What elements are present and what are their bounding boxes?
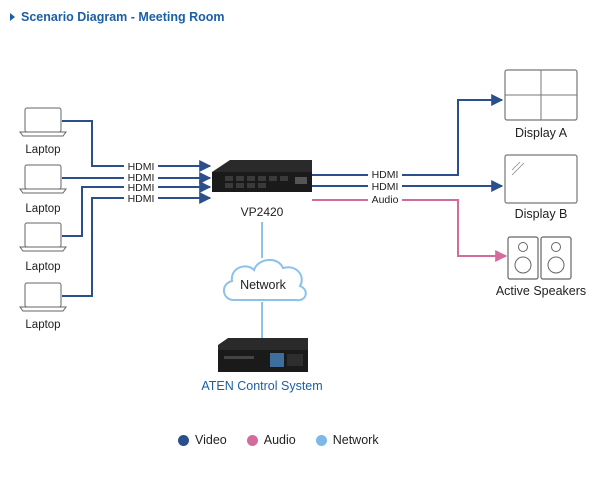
input-label: HDMI [128, 161, 155, 173]
control-system-label: ATEN Control System [201, 379, 322, 393]
legend-swatch-audio [246, 434, 258, 446]
legend-swatch-network [315, 434, 327, 446]
speakers-label: Active Speakers [496, 284, 586, 298]
display-b: Display B [504, 154, 578, 221]
laptop-label: Laptop [25, 261, 60, 273]
input-label: HDMI [128, 182, 155, 194]
network-cloud: Network [223, 259, 307, 302]
diagram-title: Scenario Diagram - Meeting Room [10, 10, 225, 24]
legend: Video Audio Network [178, 433, 399, 447]
laptop-label: Laptop [25, 203, 60, 215]
vp2420-device [212, 160, 312, 192]
input-label: HDMI [128, 172, 155, 184]
laptop-4: Laptop [19, 282, 67, 331]
switcher-label: VP2420 [241, 205, 284, 219]
display-a-label: Display A [515, 126, 568, 140]
output-label-hdmi-b: HDMI [372, 181, 399, 193]
laptop-2: Laptop [19, 164, 67, 215]
video-output-line-a [312, 94, 504, 176]
laptop-3: Laptop [19, 222, 67, 273]
output-label-hdmi-a: HDMI [372, 169, 399, 181]
legend-swatch-video [178, 434, 189, 446]
output-label-audio: Audio [372, 194, 399, 206]
title-marker-icon [10, 13, 15, 21]
title-text: Scenario Diagram - Meeting Room [21, 10, 225, 24]
active-speakers: Active Speakers [496, 236, 586, 298]
display-b-label: Display B [515, 207, 568, 221]
legend-item-audio: Audio [246, 433, 296, 447]
video-input-line-1 [62, 120, 212, 172]
laptop-1: Laptop [19, 107, 67, 156]
legend-label-audio: Audio [263, 433, 296, 447]
audio-output-line [312, 199, 508, 262]
legend-item-network: Network [315, 433, 379, 447]
laptop-label: Laptop [25, 319, 60, 331]
display-a: Display A [504, 69, 578, 140]
laptop-label: Laptop [25, 144, 60, 156]
legend-label-network: Network [332, 433, 379, 447]
video-input-line-4 [62, 192, 212, 297]
network-label: Network [240, 278, 287, 292]
input-label: HDMI [128, 193, 155, 205]
legend-item-video: Video [178, 433, 227, 447]
aten-control-device [218, 338, 308, 372]
legend-label-video: Video [195, 433, 227, 447]
